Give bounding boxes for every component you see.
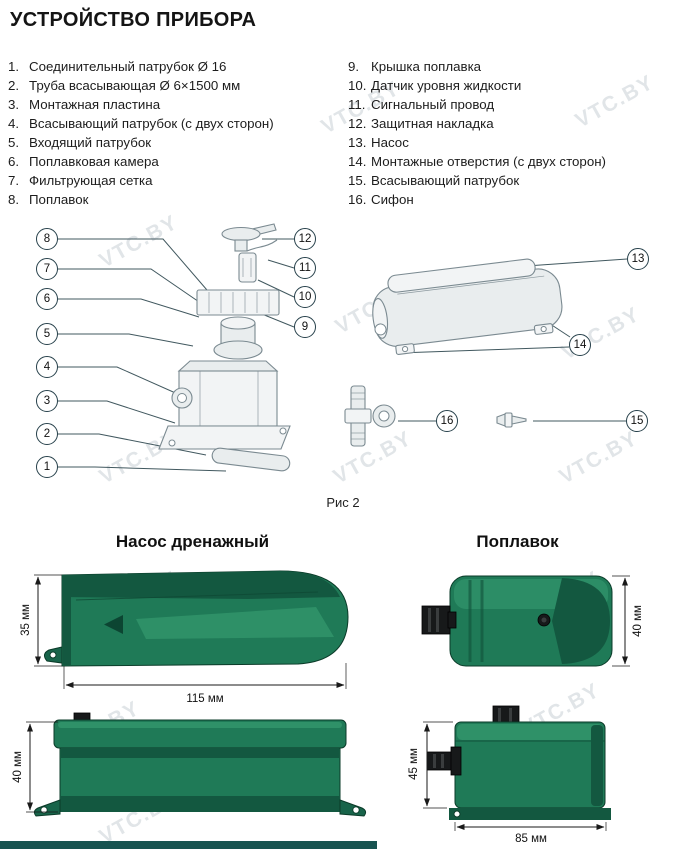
callout-5: 5 xyxy=(36,323,58,345)
callout-8: 8 xyxy=(36,228,58,250)
item-label: Крышка поплавка xyxy=(371,59,482,74)
item-label: Сигнальный провод xyxy=(371,97,495,112)
callout-13: 13 xyxy=(627,248,649,270)
section-heading-pump: Насос дренажный xyxy=(115,532,270,551)
item-label: Датчик уровня жидкости xyxy=(371,78,522,93)
item-number: 6. xyxy=(8,154,20,169)
item-label: Соединительный патрубок Ø 16 xyxy=(29,59,227,74)
item-number: 13. xyxy=(348,135,367,150)
item-number: 10. xyxy=(348,78,367,93)
pump-side-view-drawing: 35 мм 115 мм xyxy=(20,570,349,705)
item-number: 4. xyxy=(8,116,20,131)
callout-2: 2 xyxy=(36,423,58,445)
float-side-view-drawing: 45 мм 85 мм xyxy=(408,705,611,845)
part-item: 11. Сигнальный провод xyxy=(348,95,672,114)
item-label: Поплавковая камера xyxy=(29,154,159,169)
figure-caption: Рис 2 xyxy=(326,495,360,510)
callout-6: 6 xyxy=(36,288,58,310)
part-item: 9. Крышка поплавка xyxy=(348,57,672,76)
dim-label-pump-length: 115 мм xyxy=(186,693,223,705)
item-number: 15. xyxy=(348,173,367,188)
part-item: 13. Насос xyxy=(348,133,672,152)
float-top-view-drawing: 40 мм xyxy=(421,575,644,667)
part-item: 5. Входящий патрубок xyxy=(8,133,343,152)
item-number: 8. xyxy=(8,192,20,207)
pump-front-view-drawing: 40 мм xyxy=(12,712,367,817)
dim-label-float-length: 85 мм xyxy=(515,833,547,845)
part-item: 10. Датчик уровня жидкости xyxy=(348,76,672,95)
callout-1: 1 xyxy=(36,456,58,478)
callout-16: 16 xyxy=(436,410,458,432)
callout-3: 3 xyxy=(36,390,58,412)
item-label: Входящий патрубок xyxy=(29,135,152,150)
dim-label-pump-front-height: 40 мм xyxy=(12,751,24,783)
connector-fitting-drawing xyxy=(496,412,527,428)
parts-list-right: 9. Крышка поплавка 10. Датчик уровня жидко… xyxy=(348,57,672,209)
part-item: 4. Всасывающий патрубок (с двух сторон) xyxy=(8,114,343,133)
part-item: 1. Соединительный патрубок Ø 16 xyxy=(8,57,343,76)
part-item: 7. Фильтрующая сетка xyxy=(8,171,343,190)
dim-label-pump-height: 35 мм xyxy=(20,604,32,636)
part-item: 8. Поплавок xyxy=(8,190,343,209)
callout-9: 9 xyxy=(294,316,316,338)
item-number: 9. xyxy=(348,59,360,74)
part-item: 16. Сифон xyxy=(348,190,672,209)
item-number: 16. xyxy=(348,192,367,207)
item-label: Монтажная пластина xyxy=(29,97,161,112)
item-label: Всасывающий патрубок (с двух сторон) xyxy=(29,116,274,131)
item-number: 14. xyxy=(348,154,367,169)
dim-label-float-height: 45 мм xyxy=(408,748,420,780)
item-label: Защитная накладка xyxy=(371,116,494,131)
item-number: 3. xyxy=(8,97,20,112)
item-label: Насос xyxy=(371,135,409,150)
part-item: 6. Поплавковая камера xyxy=(8,152,343,171)
part-item: 2. Труба всасывающая Ø 6×1500 мм xyxy=(8,76,343,95)
item-label: Труба всасывающая Ø 6×1500 мм xyxy=(29,78,241,93)
item-number: 2. xyxy=(8,78,20,93)
tee-fitting-drawing xyxy=(344,385,396,447)
item-number: 1. xyxy=(8,59,20,74)
part-item: 3. Монтажная пластина xyxy=(8,95,343,114)
parts-list-left: 1. Соединительный патрубок Ø 16 2. Труба в… xyxy=(8,57,343,209)
item-label: Монтажные отверстия (с двух сторон) xyxy=(371,154,606,169)
callout-7: 7 xyxy=(36,258,58,280)
item-label: Поплавок xyxy=(29,192,89,207)
part-item: 15. Всасывающий патрубок xyxy=(348,171,672,190)
part-item: 14. Монтажные отверстия (с двух сторон) xyxy=(348,152,672,171)
item-label: Сифон xyxy=(371,192,414,207)
page-title: УСТРОЙСТВО ПРИБОРА xyxy=(10,9,257,31)
callout-11: 11 xyxy=(294,257,316,279)
section-heading-float: Поплавок xyxy=(476,532,559,551)
item-number: 7. xyxy=(8,173,20,188)
footer-bar xyxy=(0,841,377,849)
item-number: 5. xyxy=(8,135,20,150)
callout-10: 10 xyxy=(294,286,316,308)
item-label: Фильтрующая сетка xyxy=(29,173,153,188)
item-label: Всасывающий патрубок xyxy=(371,173,520,188)
part-item: 12. Защитная накладка xyxy=(348,114,672,133)
figure-diagram xyxy=(58,223,628,472)
callout-12: 12 xyxy=(294,228,316,250)
callout-15: 15 xyxy=(626,410,648,432)
dim-label-float-depth: 40 мм xyxy=(632,605,644,637)
pump-drawing xyxy=(372,258,563,355)
callout-4: 4 xyxy=(36,356,58,378)
callout-14: 14 xyxy=(569,334,591,356)
float-assembly-exploded-drawing xyxy=(158,223,291,472)
item-number: 11. xyxy=(348,97,366,112)
item-number: 12. xyxy=(348,116,367,131)
